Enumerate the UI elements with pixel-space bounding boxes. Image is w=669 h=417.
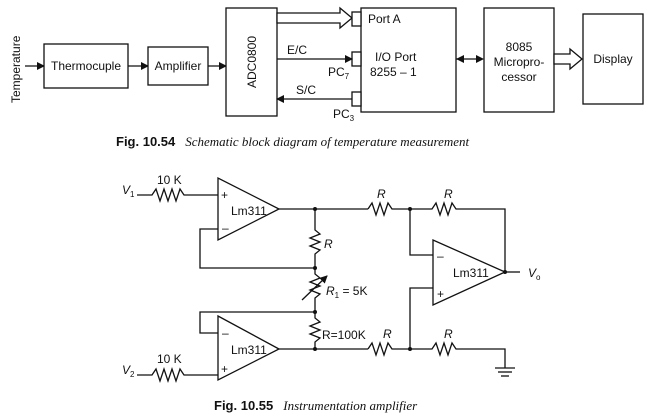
r1-variable-arrow [301, 275, 328, 301]
opamp-output-minus: – [437, 249, 444, 263]
thermocouple-label: Thermocuple [51, 59, 121, 73]
r-in-bottom-resistor [137, 366, 218, 384]
r-diff-top-in [367, 200, 410, 218]
r-ground-label: R [444, 327, 453, 341]
display-label: Display [593, 52, 632, 66]
pc7-pin [351, 51, 362, 67]
port-a-label: Port A [368, 12, 401, 26]
pc3-label: PC3 [333, 107, 355, 123]
r-ground-resistor [410, 340, 506, 368]
opamp-bottom [217, 314, 281, 382]
opamp-output-label: Lm311 [453, 266, 489, 280]
v1-label: V1 [122, 183, 135, 199]
mpu-label-1: 8085 [506, 40, 533, 54]
top-feedback-wire [199, 228, 315, 269]
sc-label: S/C [296, 83, 316, 97]
opamp-bottom-minus: – [222, 326, 229, 340]
io-port-model-label: 8255 – 1 [370, 65, 417, 79]
pc3-pin [351, 91, 362, 107]
mpu-label-2: Micropro- [494, 55, 545, 69]
io-mpu-arrow-right [476, 55, 484, 63]
r-diff-bottom-in [367, 340, 410, 358]
pc7-label: PC7 [328, 65, 350, 81]
adc-block [225, 7, 278, 117]
microprocessor-block [483, 7, 555, 113]
r-top-resistor [308, 209, 322, 268]
opamp-output [432, 238, 507, 307]
opamp-top [217, 176, 281, 242]
display-bus-arrow [553, 47, 584, 71]
opamp-output-plus: + [437, 287, 444, 301]
r-100k-resistor [308, 312, 322, 349]
diff-minus-wire [409, 209, 433, 256]
vo-label: Vo [528, 266, 541, 282]
instrumentation-amplifier-circuit: V1 10 K + – Lm311 R R1 = 5K R=100K – + L… [122, 173, 541, 413]
io-port-block [360, 7, 457, 113]
ground-icon [495, 367, 515, 377]
r-diff-bottom-in-label: R [383, 327, 392, 341]
display-block [582, 13, 644, 105]
r-100k-label: R=100K [322, 328, 366, 342]
opamp-top-minus: – [222, 221, 229, 235]
io-mpu-arrow-left [456, 55, 464, 63]
amplifier-label: Amplifier [155, 59, 202, 73]
ec-label: E/C [287, 43, 307, 57]
output-node [503, 270, 507, 274]
r-feedback-label: R [444, 187, 453, 201]
opamp-top-label: Lm311 [231, 204, 267, 218]
data-bus-arrow [276, 6, 354, 30]
temperature-label: Temperature [9, 35, 23, 103]
opamp-bottom-plus: + [221, 362, 228, 376]
v2-label: V2 [122, 363, 135, 379]
r-in-top-label: 10 K [157, 173, 182, 187]
port-a-pin [351, 11, 362, 27]
r1-bottom-node [313, 310, 317, 314]
opamp-top-plus: + [221, 188, 228, 202]
io-port-label: I/O Port [375, 50, 417, 64]
r-in-bottom-label: 10 K [157, 352, 182, 366]
r-in-top-resistor [137, 186, 218, 204]
mpu-label-3: cessor [501, 70, 536, 84]
r-top-label: R [324, 237, 333, 251]
r-feedback-resistor [410, 200, 506, 272]
bottom-feedback-wire [199, 311, 315, 334]
adc-label: ADC0800 [245, 36, 259, 88]
diff-plus-wire [409, 287, 433, 349]
r1-resistor [308, 268, 322, 312]
r-diff-top-in-label: R [377, 187, 386, 201]
r1-label: R1 = 5K [326, 284, 367, 300]
opamp-bottom-label: Lm311 [231, 343, 267, 357]
block-diagram: Temperature Thermocuple Amplifier ADC080… [9, 6, 644, 149]
